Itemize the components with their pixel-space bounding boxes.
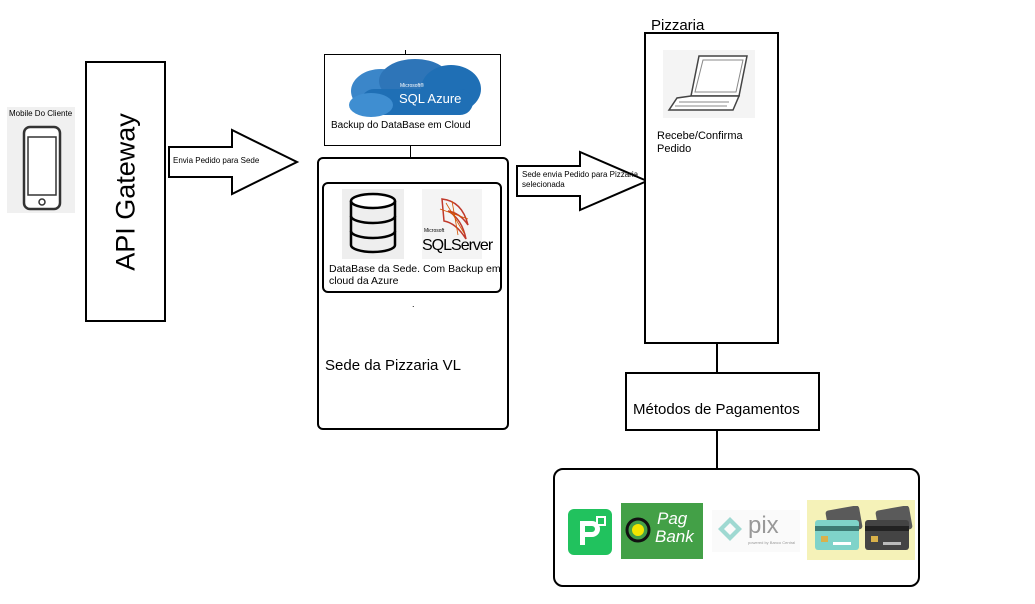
sede-dot: .	[412, 299, 415, 309]
cards-logo	[807, 500, 915, 560]
database-icon	[342, 189, 404, 259]
debit-card-icon	[865, 506, 913, 550]
pagamentos-box: Métodos de Pagamentos	[625, 372, 820, 431]
arrow1-label: Envia Pedido para Sede	[173, 156, 260, 165]
pix-logo: pix powered by Banco Central	[712, 510, 800, 552]
pagbank-logo: Pag Bank	[621, 503, 703, 559]
pizzaria-text: Recebe/Confirma Pedido	[657, 130, 743, 155]
pix-text: pix	[748, 512, 779, 539]
pagbank-line2: Bank	[655, 527, 694, 546]
pix-small: powered by Banco Central	[748, 540, 796, 545]
sqlserver-icon	[422, 189, 482, 259]
pagbank-line1: Pag	[657, 509, 688, 528]
database-box: Microsoft SQLServer DataBase da Sede. Co…	[322, 182, 502, 293]
api-gateway-box: API Gateway	[85, 61, 166, 322]
sqlserver-small: Microsoft	[424, 228, 445, 234]
laptop-icon	[663, 50, 755, 118]
pizzaria-box: Recebe/Confirma Pedido	[644, 32, 779, 344]
arrow-envia-pizzaria	[516, 150, 650, 212]
pizzaria-title: Pizzaria	[651, 17, 705, 34]
pagbank-icon	[625, 517, 651, 543]
database-caption: DataBase da Sede. Com Backup em cloud da…	[329, 263, 501, 287]
api-gateway-label: API Gateway	[110, 112, 140, 271]
cloud-caption: Backup do DataBase em Cloud	[331, 120, 471, 131]
mobile-client: Mobile Do Cliente	[7, 107, 75, 213]
cloud-icon	[349, 59, 481, 117]
pix-icon	[718, 517, 742, 541]
connector-pizzaria-pagamentos	[716, 344, 718, 373]
cloud-backup-box: Microsoft® SQL Azure Backup do DataBase …	[324, 54, 501, 146]
mobile-label: Mobile Do Cliente	[9, 109, 73, 118]
azure-brand: SQL Azure	[399, 91, 462, 106]
pagamentos-title: Métodos de Pagamentos	[633, 401, 800, 418]
smartphone-icon	[22, 125, 62, 211]
payment-logos-box: Pag Bank pix powered by Banco Central	[553, 468, 920, 587]
sede-title: Sede da Pizzaria VL	[325, 357, 461, 374]
sqlserver-brand: SQLServer	[422, 237, 493, 254]
connector-cloud-top	[405, 50, 406, 55]
azure-brand-small: Microsoft®	[400, 83, 424, 89]
connector-pagamentos-logos	[716, 430, 718, 470]
debit-card-icon	[815, 506, 863, 550]
picpay-icon	[568, 509, 612, 555]
arrow2-label: Sede envia Pedido para Pizzaria selecion…	[522, 170, 639, 189]
arrow-envia-pedido	[168, 128, 300, 196]
